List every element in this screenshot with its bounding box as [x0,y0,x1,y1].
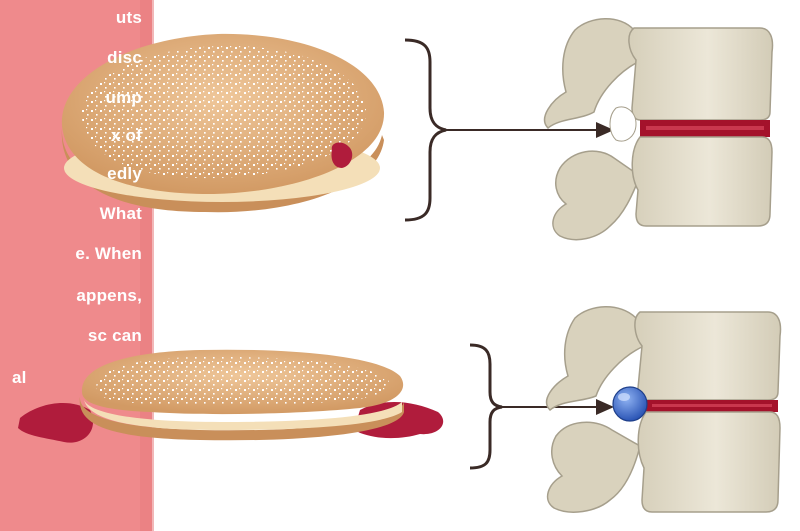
healthy-spine-disc-highlight [646,126,764,130]
sidebar-text-block: uts disc ump x of edly What e. When appe… [0,0,150,531]
sidebar-line: al [12,368,27,388]
herniated-spine-disc-highlight [652,404,772,407]
healthy-spine-upper-vertebra [629,28,773,120]
sidebar-line: e. When [75,244,142,264]
herniated-spine [547,307,781,512]
sidebar-line: sc can [88,326,142,346]
healthy-spine-foramen [610,107,636,141]
top-brace [405,40,446,220]
herniated-spine-process-lower [548,422,640,512]
sidebar-line: ump [106,88,142,108]
healthy-spine-lower-vertebra [632,137,772,226]
herniated-spine-lower-vertebra [638,412,780,512]
sidebar-line: What [100,204,142,224]
healthy-spine-process-lower [553,151,640,240]
sidebar-line: edly [107,164,142,184]
herniation-bulge-icon [613,387,647,421]
herniated-spine-upper-vertebra [635,312,781,400]
herniation-bulge-shine [618,393,630,401]
sidebar-line: uts [116,8,142,28]
bottom-brace [470,345,502,468]
sidebar-line: disc [107,48,142,68]
sidebar-line: appens, [76,286,142,306]
sidebar-line: x of [111,126,142,146]
